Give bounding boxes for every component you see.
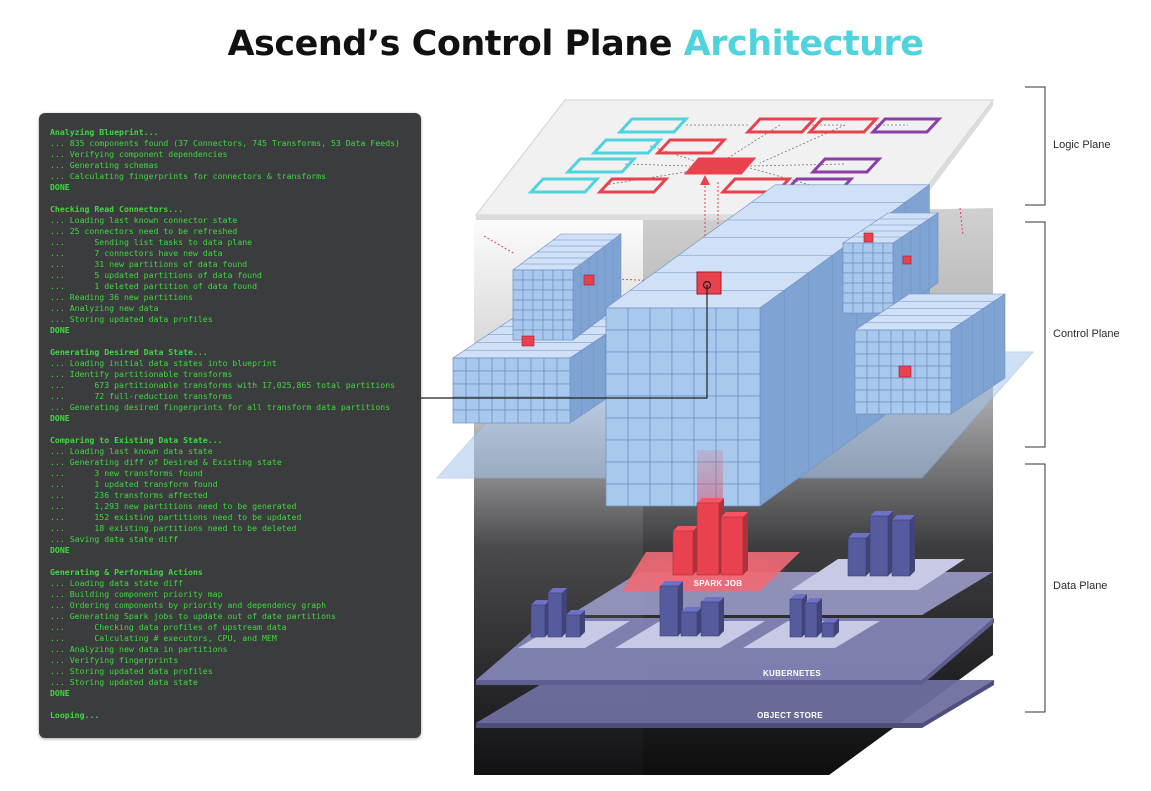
terminal-line: ... 236 transforms affected [50, 490, 208, 500]
terminal-line: Looping... [50, 710, 100, 720]
terminal-line: ... Checking data profiles of upstream d… [50, 622, 287, 632]
job-bar [696, 498, 724, 576]
terminal-line: ... Verifying component dependencies [50, 149, 228, 159]
logic-node [616, 117, 690, 134]
terminal-line: ... Verifying fingerprints [50, 655, 179, 665]
data-plane-label: Data Plane [1053, 580, 1107, 592]
job-bar [869, 511, 893, 577]
job-bar [847, 533, 871, 577]
selected-partition-cube [696, 271, 722, 295]
object-store-layer: OBJECT STORE [476, 680, 994, 728]
terminal-line: ... Storing updated data state [50, 677, 198, 687]
terminal-line: ... Loading initial data states into blu… [50, 358, 277, 368]
logic-node [744, 117, 818, 134]
job-bar [565, 610, 585, 638]
terminal-line: Generating Desired Data State... [50, 347, 208, 357]
title-main: Ascend’s Control Plane [227, 24, 684, 64]
terminal-line: Checking Read Connectors... [50, 204, 184, 214]
terminal-line: Generating & Performing Actions [50, 567, 203, 577]
terminal-line: Analyzing Blueprint... [50, 127, 159, 137]
page-title: Ascend’s Control Plane Architecture [0, 24, 1151, 64]
terminal-line: ... 7 connectors have new data [50, 248, 223, 258]
terminal-line: ... Generating diff of Desired & Existin… [50, 457, 282, 467]
job-bar [789, 594, 807, 638]
logic-node [809, 157, 883, 174]
terminal-line: ... Analyzing new data in partitions [50, 644, 228, 654]
job-bar [659, 581, 683, 637]
terminal-line: DONE [50, 182, 70, 192]
terminal-line: ... Loading last known data state [50, 446, 213, 456]
terminal-line: ... 1 updated transform found [50, 479, 218, 489]
terminal-line: ... 1,293 new partitions need to be gene… [50, 501, 297, 511]
changed-partition-markers [521, 232, 912, 378]
terminal-line: ... 3 new transforms found [50, 468, 203, 478]
terminal-line: ... Loading data state diff [50, 578, 184, 588]
terminal-line: ... 5 updated partitions of data found [50, 270, 262, 280]
terminal-line: ... Generating desired fingerprints for … [50, 402, 391, 412]
spark-job-label: SPARK JOB [694, 579, 743, 588]
terminal-line: ... Identify partitionable transforms [50, 369, 233, 379]
logic-node [564, 157, 638, 174]
job-bars [530, 498, 915, 638]
terminal-line: ... 835 components found (37 Connectors,… [50, 138, 400, 148]
terminal-line: ... Analyzing new data [50, 303, 159, 313]
control-plane-label: Control Plane [1053, 328, 1120, 340]
job-bar [891, 515, 915, 577]
logic-node [806, 117, 880, 134]
job-bar [720, 512, 748, 576]
partition-cubes [452, 184, 1006, 507]
terminal-line: Comparing to Existing Data State... [50, 435, 223, 445]
terminal-line: DONE [50, 688, 70, 698]
cube-grid [842, 212, 939, 314]
terminal-pointer [421, 280, 712, 399]
terminal-line: ... 1 deleted partition of data found [50, 281, 258, 291]
logic-node [869, 117, 943, 134]
job-bar [700, 597, 724, 637]
terminal-line: ... Saving data state diff [50, 534, 179, 544]
object-store-label: OBJECT STORE [757, 711, 823, 720]
terminal-line: DONE [50, 413, 70, 423]
terminal-line: ... Calculating # executors, CPU, and ME… [50, 633, 277, 643]
logic-nodes [527, 117, 943, 194]
cube-grid [854, 293, 1006, 415]
job-bar [672, 526, 698, 576]
terminal-log-panel: Analyzing Blueprint...... 835 components… [39, 113, 421, 738]
cube-grid [512, 233, 622, 341]
logic-node [596, 177, 670, 194]
logic-node [590, 138, 664, 155]
terminal-line: ... Loading last known connector state [50, 215, 238, 225]
terminal-line: DONE [50, 325, 70, 335]
terminal-line: ... Generating Spark jobs to update out … [50, 611, 336, 621]
terminal-line: ... Sending list tasks to data plane [50, 237, 253, 247]
kubernetes-label: KUBERNETES [763, 669, 821, 678]
terminal-line: ... Generating schemas [50, 160, 159, 170]
terminal-line: ... Reading 36 new partitions [50, 292, 193, 302]
terminal-line: ... Ordering components by priority and … [50, 600, 327, 610]
terminal-line: ... 673 partitionable transforms with 17… [50, 380, 396, 390]
terminal-line: ... 31 new partitions of data found [50, 259, 248, 269]
title-accent: Architecture [683, 24, 924, 64]
terminal-line: ... Calculating fingerprints for connect… [50, 171, 327, 181]
logic-node-selected [683, 157, 757, 175]
terminal-log: Analyzing Blueprint...... 835 components… [39, 113, 421, 721]
job-bar [547, 588, 567, 638]
terminal-line: ... 25 connectors need to be refreshed [50, 226, 238, 236]
logic-node [527, 177, 601, 194]
terminal-line: ... 72 full-reduction transforms [50, 391, 233, 401]
terminal-line: ... Building component priority map [50, 589, 223, 599]
terminal-line: ... Storing updated data profiles [50, 666, 213, 676]
job-bar [804, 598, 822, 638]
terminal-line: ... Storing updated data profiles [50, 314, 213, 324]
terminal-line: ... 18 existing partitions need to be de… [50, 523, 297, 533]
job-bar [530, 600, 550, 638]
logic-plane-label: Logic Plane [1053, 139, 1111, 151]
terminal-line: DONE [50, 545, 70, 555]
plane-brackets [1025, 86, 1046, 713]
job-bar [821, 618, 839, 638]
job-bar [680, 607, 702, 637]
logic-node [654, 138, 728, 155]
terminal-line: ... 152 existing partitions need to be u… [50, 512, 302, 522]
